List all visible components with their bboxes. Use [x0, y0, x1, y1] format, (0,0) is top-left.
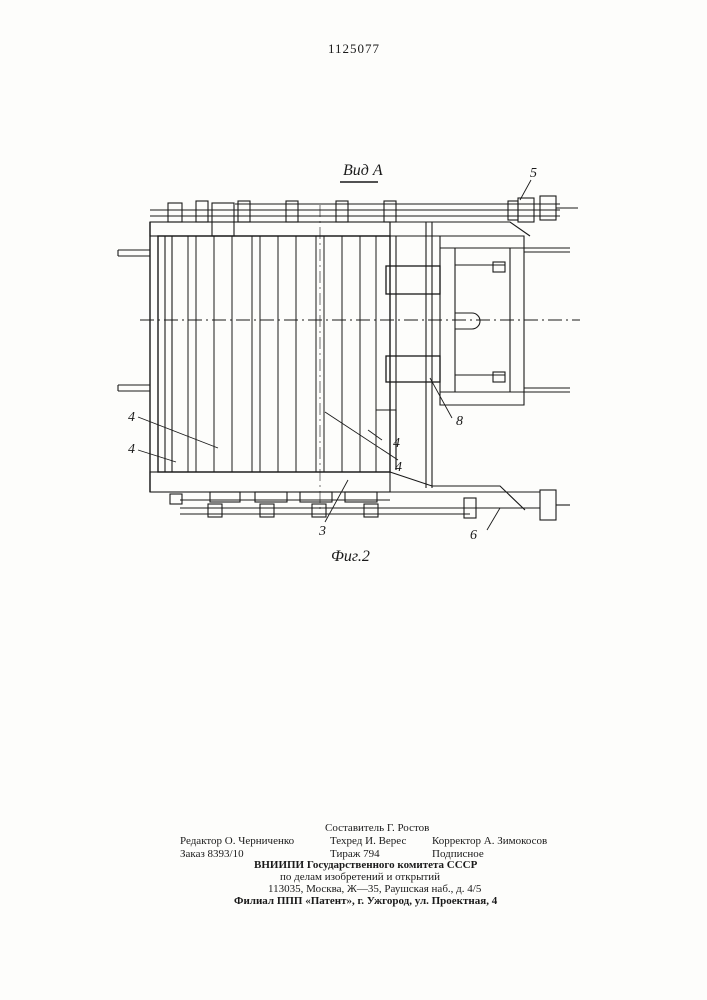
callout-4b: 4 [128, 442, 135, 458]
leader-lines [138, 180, 531, 530]
imprint-techred: Техред И. Верес [330, 836, 406, 847]
imprint-address: 113035, Москва, Ж—35, Раушская наб., д. … [268, 884, 481, 895]
imprint-branch: Филиал ППП «Патент», г. Ужгород, ул. Про… [234, 896, 497, 907]
imprint-compiler: Составитель Г. Ростов [325, 823, 429, 834]
imprint-editor: Редактор О. Черниченко [180, 836, 294, 847]
callout-4a: 4 [128, 410, 135, 426]
figure-caption: Фиг.2 [331, 549, 370, 565]
callout-8: 8 [456, 414, 463, 430]
imprint-corrector: Корректор А. Зимокосов [432, 836, 547, 847]
imprint-org-line1: ВНИИПИ Государственного комитета СССР [254, 860, 477, 871]
machine-frame [150, 222, 390, 492]
imprint-org-line2: по делам изобретений и открытий [280, 872, 440, 883]
top-drive-chain [150, 196, 578, 236]
callout-4c: 4 [393, 436, 400, 452]
callout-6: 6 [470, 528, 477, 544]
left-shafts [118, 250, 150, 391]
bottom-drive-chain [150, 472, 570, 520]
guide-rails [376, 222, 440, 488]
rollers [188, 236, 376, 472]
imprint-order: Заказ 8393/10 [180, 849, 244, 860]
callout-3: 3 [319, 524, 326, 540]
callout-4d: 4 [395, 460, 402, 476]
right-carriage [390, 222, 570, 405]
callout-5: 5 [530, 166, 537, 182]
